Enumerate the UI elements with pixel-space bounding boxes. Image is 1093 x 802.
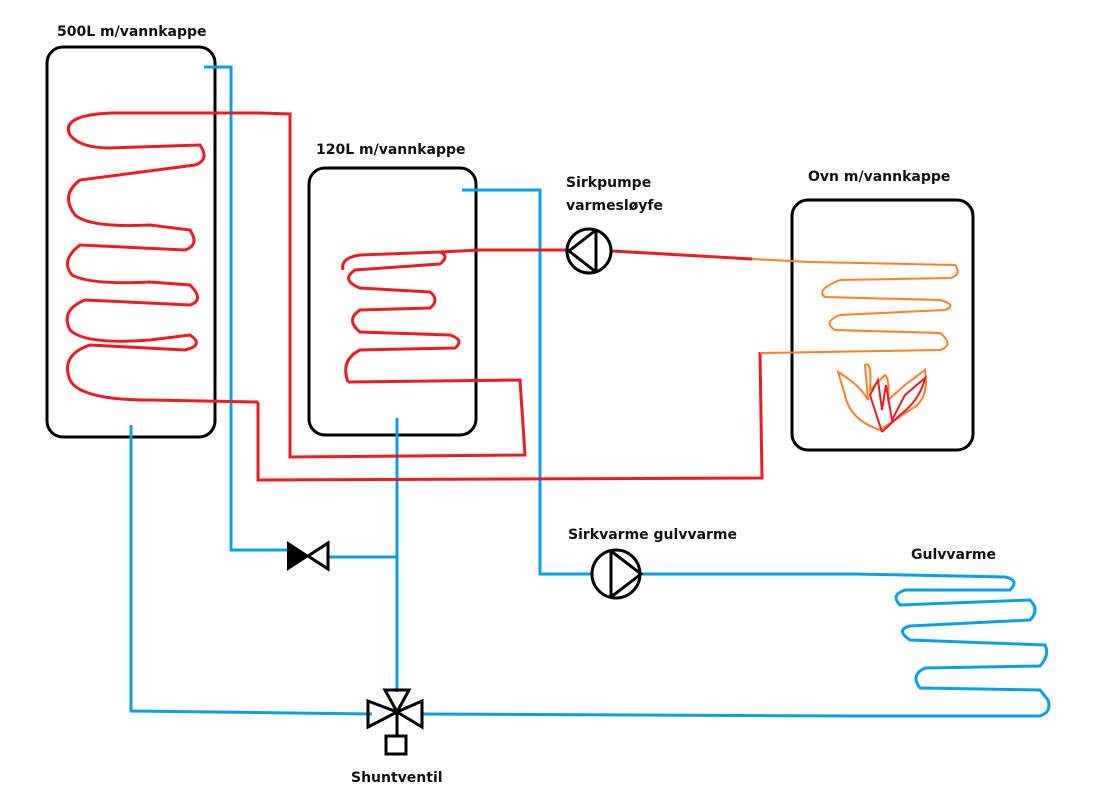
pipe-500l-top-red	[258, 111, 527, 459]
stove	[790, 198, 975, 452]
coil-120l	[341, 250, 461, 383]
check-valve-icon[interactable]	[287, 540, 330, 572]
label-tank-500l: 500L m/vannkappe	[57, 24, 207, 40]
label-stove: Ovn m/vannkappe	[808, 169, 951, 185]
tank-500l	[45, 45, 217, 439]
flame-icon	[836, 363, 927, 431]
flame-inner-icon	[868, 375, 927, 433]
label-pump-loop: Sirkpumpe	[566, 175, 652, 191]
label-tank-120l: 120L m/vannkappe	[316, 142, 466, 158]
circulation-pump-loop-icon[interactable]	[565, 227, 613, 275]
pipe-shunt-to-floor	[421, 572, 1051, 718]
pipe-stove-return	[256, 351, 764, 482]
pipe-coil-to-loop-pump	[439, 248, 566, 254]
tank-120l	[307, 166, 478, 437]
label-floor-heating: Gulvvarme	[911, 547, 996, 563]
pipe-500l-top-to-valve	[204, 65, 288, 552]
pipe-500l-bottom-to-shunt	[129, 425, 373, 716]
coil-500l	[65, 111, 259, 404]
label-pump-floor: Sirkvarme gulvvarme	[568, 527, 738, 543]
shunt-valve-icon[interactable]	[366, 688, 424, 756]
circulation-pump-floor-icon[interactable]	[590, 548, 644, 600]
coil-stove	[751, 258, 959, 354]
label-shunt-valve: Shuntventil	[351, 770, 443, 786]
pipe-120l-to-floor-pump	[462, 188, 591, 576]
pipe-loop-pump-to-stove	[611, 249, 753, 261]
label-pump-loop-2: varmesløyfe	[566, 198, 664, 214]
